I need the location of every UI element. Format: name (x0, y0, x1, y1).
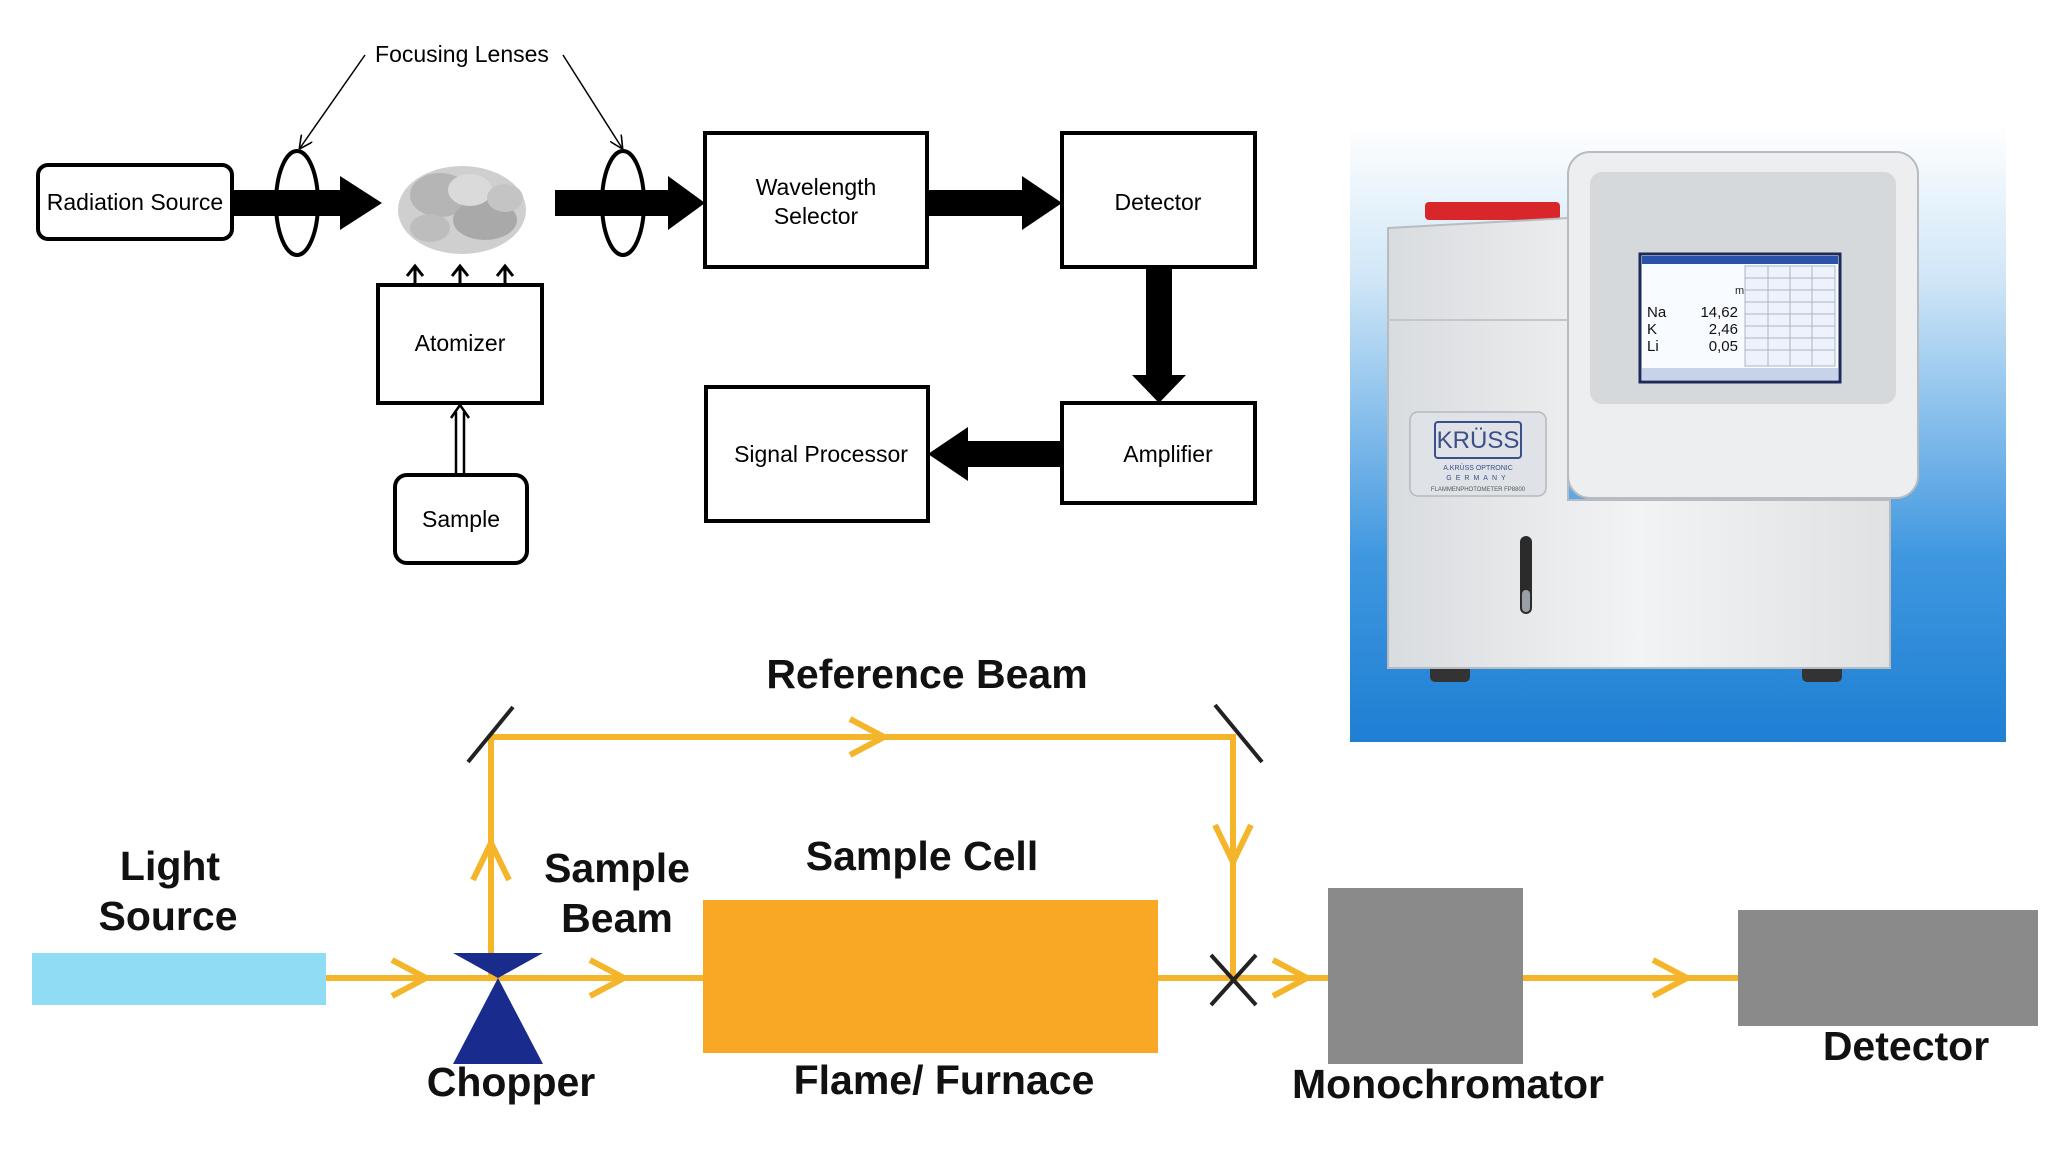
atomizer-label: Atomizer (415, 330, 506, 356)
focusing-lens-2 (600, 149, 646, 257)
lens-pointer-left (300, 54, 366, 148)
sample-beam-label-2: Beam (561, 895, 673, 941)
wavelength-selector-box (703, 131, 929, 269)
monochromator-label: Monochromator (1292, 1061, 1604, 1107)
logo-plate (1409, 411, 1547, 497)
light-source-label-1: Light (120, 843, 221, 889)
mirror-left (466, 705, 515, 764)
arrow-flame-to-selector (555, 176, 705, 230)
flame-furnace-label: Flame/ Furnace (794, 1057, 1095, 1103)
wavelength-selector-label-2: Selector (774, 203, 859, 229)
red-lid (1425, 202, 1560, 220)
logo-frame (1434, 421, 1522, 459)
device-model: FLAMMENPHOTOMETER FP8800 (1431, 487, 1526, 493)
brand-logo: KRÜSS (1437, 427, 1520, 454)
chopper-label: Chopper (427, 1059, 596, 1105)
sample-cell-label: Sample Cell (806, 833, 1038, 879)
detector-block (1738, 910, 2038, 1026)
reference-beam-label: Reference Beam (766, 651, 1087, 697)
reference-arrow-up (470, 836, 512, 882)
atomized-cloud (398, 166, 526, 254)
signal-processor-label: Signal Processor (734, 441, 908, 467)
light-source-label-2: Source (99, 893, 238, 939)
screen-table (1744, 265, 1836, 367)
focusing-lens-1 (274, 149, 320, 257)
sample-label: Sample (422, 506, 500, 532)
sample-beam-label-1: Sample (544, 845, 690, 891)
screen-value-k: 2,46 (1709, 321, 1738, 338)
monochromator-box (1328, 888, 1523, 1064)
screen-value-li: 0,05 (1709, 338, 1738, 355)
arrow-sample-to-atomizer (449, 402, 471, 475)
arrow-selector-to-detector (927, 176, 1062, 230)
arrow-amplifier-to-processor (928, 427, 1062, 481)
brand-sub: A.KRÜSS OPTRONIC (1443, 464, 1513, 472)
beam-arrow-1 (390, 957, 433, 999)
sample-cell (703, 900, 1158, 1053)
signal-processor-box (704, 385, 930, 523)
focusing-lenses-label: Focusing Lenses (375, 41, 549, 67)
beam-arrow-4 (1651, 957, 1694, 999)
mirror-right (1213, 703, 1264, 764)
detector-label: Detector (1115, 189, 1202, 215)
beam-combiner (1209, 953, 1258, 1007)
screen-value-na: 14,62 (1700, 304, 1738, 321)
beam-arrow-2 (588, 957, 631, 999)
arrow-detector-to-amplifier (1132, 267, 1186, 403)
light-source-bar (32, 953, 326, 1005)
sample-slot-window (1522, 590, 1530, 612)
reference-arrow-right (848, 716, 891, 758)
sample-box (393, 473, 529, 565)
atomizer-up-arrows (405, 263, 515, 285)
beam-arrow-3 (1271, 957, 1314, 999)
arrow-source-to-flame (232, 176, 382, 230)
radiation-source-label: Radiation Source (47, 189, 223, 215)
screen-button-bar (1642, 368, 1838, 380)
amplifier-label: Amplifier (1123, 441, 1213, 467)
block-diagram: Focusing Lenses Radiation Source Atomize… (36, 41, 1257, 565)
screen-title-bar (1642, 256, 1838, 264)
detector-box (1060, 131, 1257, 269)
detector-block-label: Detector (1823, 1023, 1989, 1069)
screen-element-na: Na (1647, 304, 1667, 321)
wavelength-selector-label-1: Wavelength (756, 174, 877, 200)
brand-country: GERMANY (1446, 475, 1509, 482)
reference-arrow-down (1212, 823, 1254, 869)
beam-diagram: Light Source Chopper Sample Beam Refer (32, 651, 2038, 1107)
screen-element-k: K (1647, 321, 1657, 338)
instrument-photo: mg/l Na 14,62 K 2,46 Li 0,05 KRÜSS A.KRÜ… (1350, 126, 2006, 742)
chopper-shape (453, 953, 543, 1064)
screen-element-li: Li (1647, 338, 1659, 355)
lens-pointer-right (562, 54, 622, 148)
